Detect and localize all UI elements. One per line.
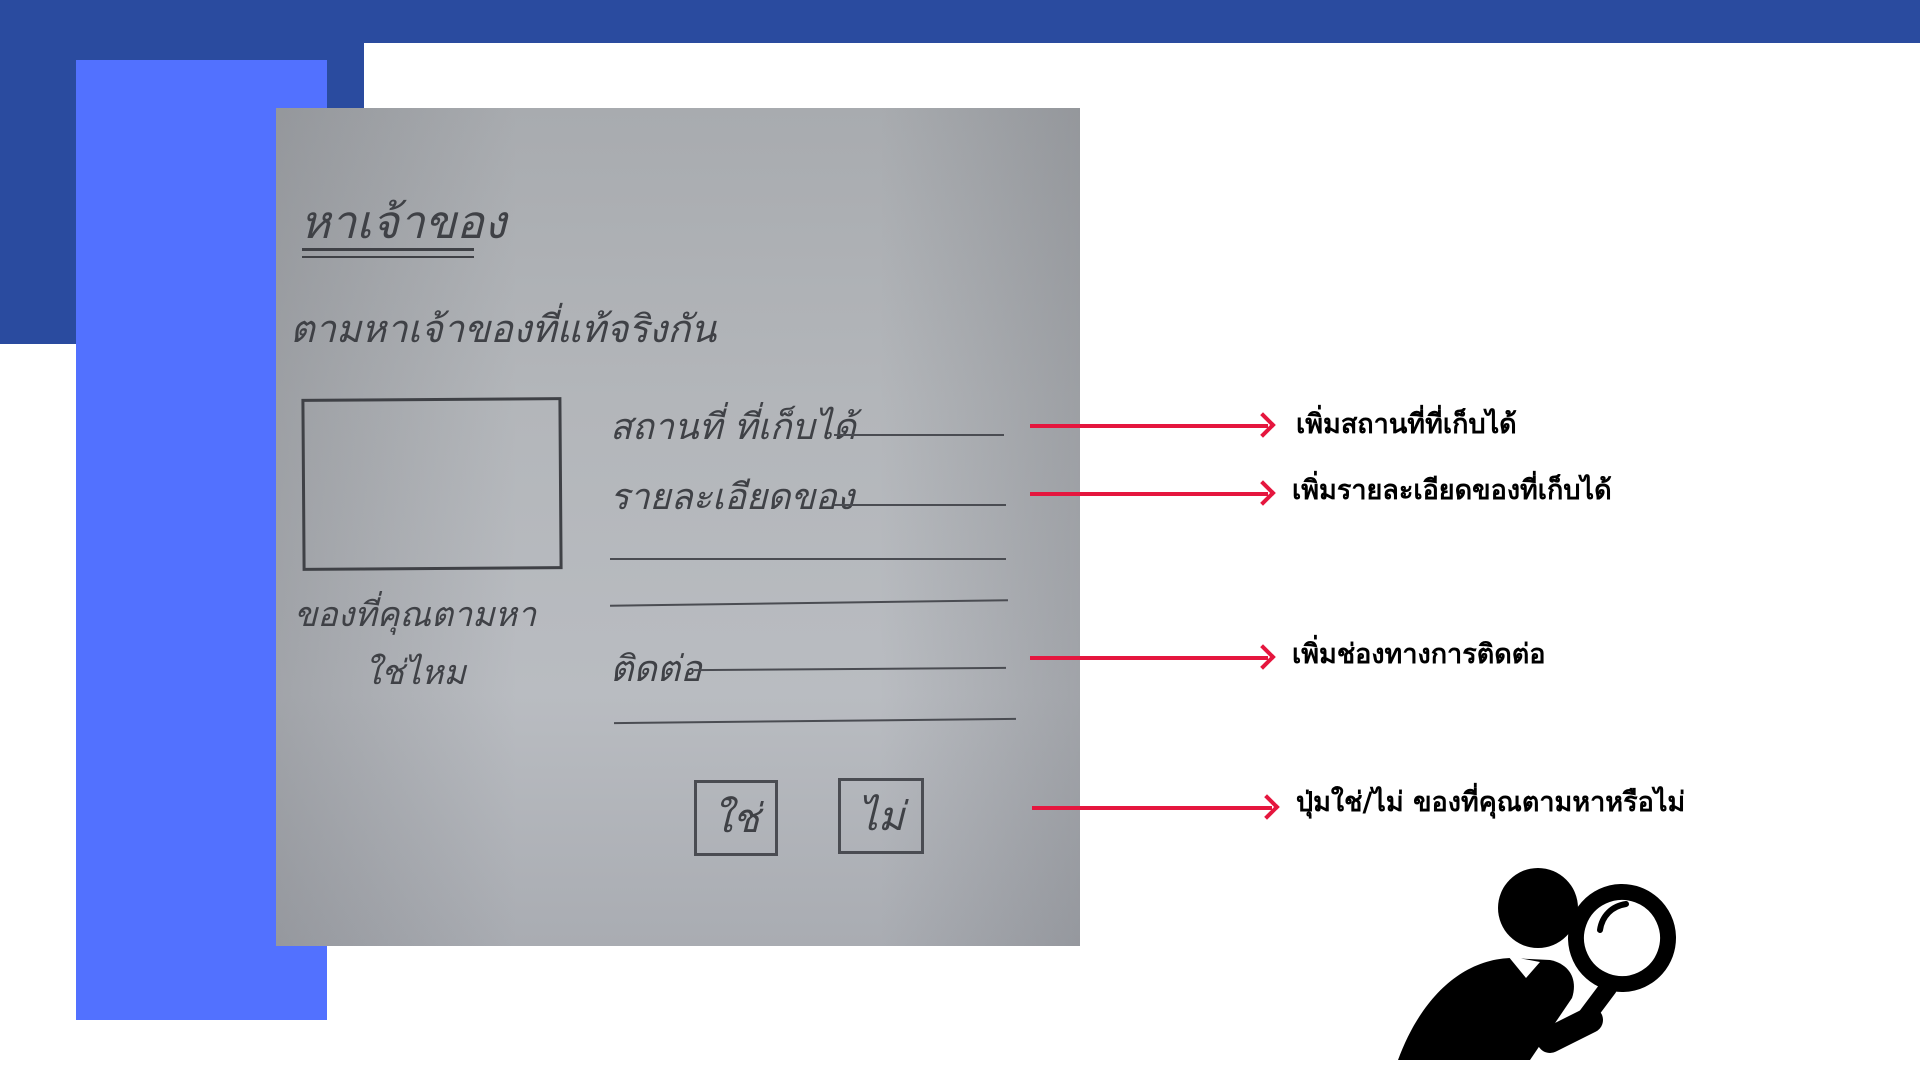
arrow-location [1030,424,1268,428]
location-line[interactable] [834,434,1004,436]
no-button[interactable]: ไม่ [838,778,924,854]
contact-label: ติดต่อ [610,649,702,690]
image-placeholder [301,397,563,571]
title-underline [302,248,474,251]
arrow-buttons [1032,806,1272,810]
sketch-caption: ของที่คุณตามหา ใช่ไหม [294,586,536,702]
arrow-details [1030,492,1268,496]
person-with-magnifying-glass-icon [1398,868,1676,1060]
details-label: รายละเอียดของ [610,477,855,518]
top-band [0,0,1920,43]
yes-button[interactable]: ใช่ [694,780,778,856]
sketch-photo: หาเจ้าของ ตามหาเจ้าของที่แท้จริงกัน ของท… [276,108,1080,946]
title-underline [302,256,474,258]
annotation-buttons: ปุ่มใช่/ไม่ ของที่คุณตามหาหรือไม่ [1296,787,1686,818]
annotation-details: เพิ่มรายละเอียดของที่เก็บได้ [1292,475,1612,506]
location-label: สถานที่ ที่เก็บได้ [610,407,856,448]
annotation-location: เพิ่มสถานที่ที่เก็บได้ [1296,409,1517,440]
annotation-contact: เพิ่มช่องทางการติดต่อ [1292,639,1546,670]
caption-line: ใช่ไหม [364,653,466,693]
details-line[interactable] [610,558,1006,560]
caption-line: ของที่คุณตามหา [294,595,537,635]
details-line[interactable] [834,504,1006,506]
sketch-title: หาเจ้าของ [300,195,507,249]
sketch-subtitle: ตามหาเจ้าของที่แท้จริงกัน [290,307,717,351]
arrow-contact [1030,656,1268,660]
